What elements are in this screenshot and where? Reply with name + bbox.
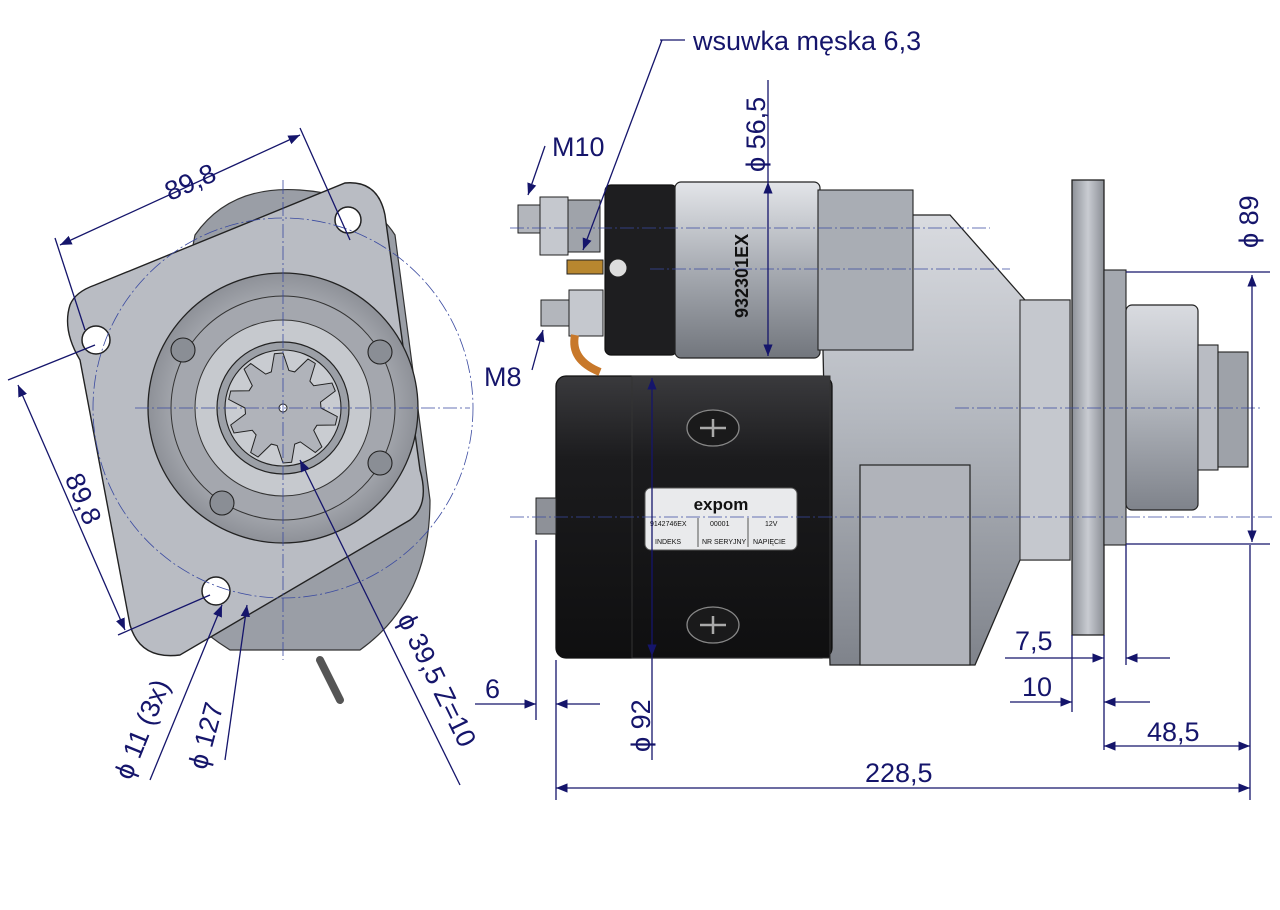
plate-voltage-label: NAPIĘCIE bbox=[753, 539, 786, 546]
plate-serial-value: 00001 bbox=[710, 521, 730, 528]
dim-total-length: 228,5 bbox=[865, 758, 933, 788]
plate-voltage-value: 12V bbox=[765, 521, 778, 528]
mounting-hole bbox=[334, 206, 362, 234]
dim-pinion: ϕ 39,5 Z=10 bbox=[392, 608, 483, 751]
solenoid-code: 932301EX bbox=[732, 234, 752, 318]
dim-offset-6: 6 bbox=[485, 674, 500, 704]
pinion-teeth-side bbox=[1217, 351, 1249, 468]
solenoid: 932301EX bbox=[517, 181, 914, 376]
front-view: 89,8 89,8 ϕ 11 (3x) ϕ 127 ϕ 39,5 Z=10 bbox=[7, 127, 483, 786]
mounting-flange bbox=[1071, 179, 1105, 636]
dim-10: 10 bbox=[1022, 672, 1052, 702]
dim-flange-diameter: ϕ 89 bbox=[1234, 195, 1264, 248]
dim-7-5: 7,5 bbox=[1015, 626, 1053, 656]
label-m10: M10 bbox=[552, 132, 605, 162]
plate-serial-label: NR SERYJNY bbox=[702, 539, 747, 546]
name-plate: expom 9142746EX INDEKS 00001 NR SERYJNY … bbox=[644, 487, 798, 551]
dim-flange-width-side: 89,8 bbox=[59, 469, 107, 529]
dim-motor-diameter: ϕ 92 bbox=[626, 699, 656, 752]
side-view: expom 9142746EX INDEKS 00001 NR SERYJNY … bbox=[475, 26, 1275, 800]
label-m8: M8 bbox=[484, 362, 522, 392]
label-connector: wsuwka męska 6,3 bbox=[692, 26, 921, 56]
dim-hole-diameter: ϕ 11 (3x) bbox=[109, 675, 176, 783]
brand-logo: expom bbox=[694, 495, 749, 514]
dim-bolt-circle: ϕ 127 bbox=[183, 699, 229, 772]
dim-flange-width-top: 89,8 bbox=[160, 158, 220, 207]
plate-index-value: 9142746EX bbox=[650, 521, 687, 528]
dim-solenoid-diameter: ϕ 56,5 bbox=[741, 97, 771, 172]
plate-index-label: INDEKS bbox=[655, 539, 681, 546]
mounting-hole bbox=[201, 576, 231, 606]
dim-48-5: 48,5 bbox=[1147, 717, 1200, 747]
